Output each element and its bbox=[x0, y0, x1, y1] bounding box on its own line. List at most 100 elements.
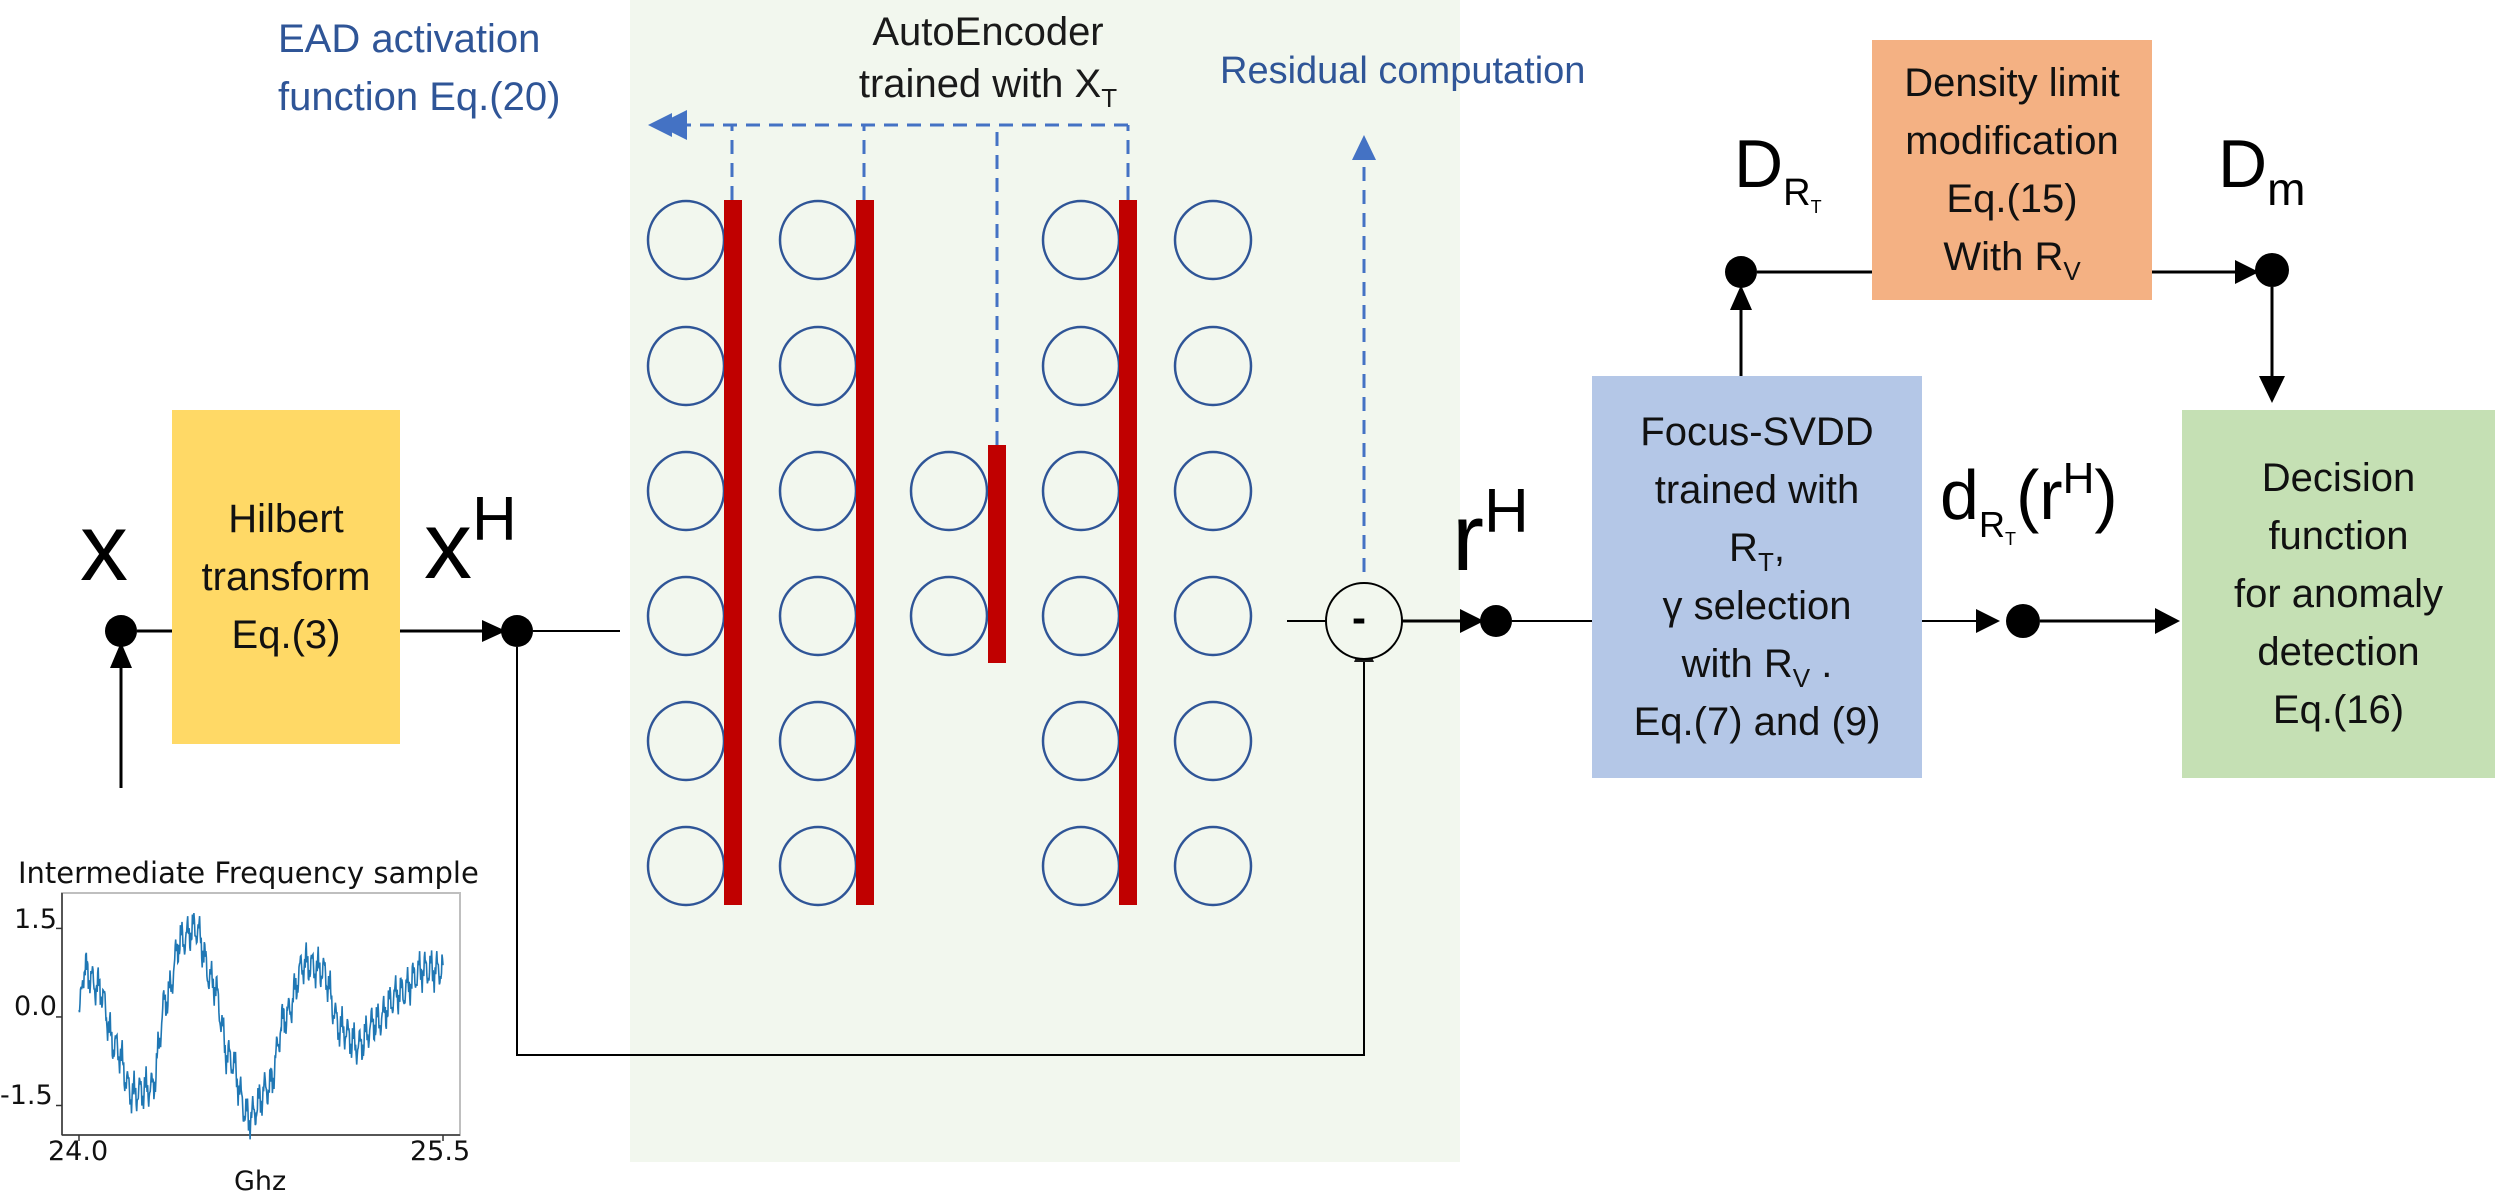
decision-function-block bbox=[2182, 410, 2495, 778]
autoencoder-title-line1: AutoEncoder bbox=[872, 10, 1104, 54]
density-line4-text: With R bbox=[1943, 235, 2064, 279]
autoencoder-title-text: trained with X bbox=[858, 62, 1102, 106]
neuron bbox=[1173, 825, 1253, 907]
density-limit-block bbox=[1872, 40, 2152, 300]
svdd-rt: R bbox=[1729, 526, 1758, 570]
autoencoder-title-line2: trained with XT bbox=[808, 58, 1168, 113]
xtick-label: 25.5 bbox=[410, 1136, 471, 1167]
if-signal-line bbox=[78, 912, 444, 1140]
svdd-rt-sub: T bbox=[1757, 547, 1774, 577]
drt-subsub: T bbox=[1810, 197, 1822, 217]
neuron bbox=[1173, 575, 1253, 657]
svdd-line3: RT, bbox=[1729, 519, 1785, 577]
focus-svdd-block bbox=[1592, 376, 1922, 778]
xtick-label: 24.0 bbox=[48, 1136, 109, 1167]
hilbert-transform-text: Hilbert transform Eq.(3) bbox=[172, 410, 400, 744]
d-subsub: T bbox=[2004, 529, 2016, 549]
input-arrow-head bbox=[110, 642, 132, 668]
svdd-rv-sub: V bbox=[1792, 663, 1811, 693]
signal-x-label: x bbox=[80, 494, 128, 601]
activation-bar bbox=[856, 200, 874, 905]
dm-base: D bbox=[2218, 126, 2268, 202]
plot-frame bbox=[61, 892, 461, 1136]
signal-drt-rh-label: dRT(rH) bbox=[1940, 457, 2118, 549]
d-paren-open: (r bbox=[2015, 456, 2063, 534]
svdd-line6: Eq.(7) and (9) bbox=[1633, 700, 1881, 744]
svdd-rv: with R bbox=[1681, 642, 1793, 686]
decision-line2: function bbox=[2268, 514, 2409, 558]
xt-subscript: T bbox=[1101, 83, 1118, 113]
svdd-line4: γ selection bbox=[1662, 584, 1852, 628]
plot-title: Intermediate Frequency sample bbox=[18, 856, 479, 890]
xh-base: x bbox=[424, 492, 472, 599]
signal-dm-label: Dm bbox=[2218, 130, 2305, 212]
activation-bar bbox=[724, 200, 742, 905]
drt-sub: R bbox=[1783, 172, 1811, 214]
ead-arrow-head bbox=[648, 113, 672, 137]
svdd-line2: trained with bbox=[1654, 468, 1860, 512]
xaxis-label: Ghz bbox=[234, 1166, 287, 1197]
autoencoder-title: AutoEncoder trained with XT bbox=[808, 6, 1168, 113]
skip-connection bbox=[516, 647, 1365, 1056]
x-node bbox=[105, 615, 137, 647]
hilbert-line3: Eq.(3) bbox=[231, 613, 341, 657]
hilbert-line2: transform bbox=[201, 555, 371, 599]
rh-node bbox=[1480, 605, 1512, 637]
rh-sup: H bbox=[1483, 477, 1529, 546]
ytick-label: -1.5 bbox=[0, 1080, 53, 1111]
svdd-rt-comma: , bbox=[1773, 526, 1785, 570]
decision-line1: Decision bbox=[2261, 456, 2416, 500]
svdd-line5: with RV . bbox=[1682, 635, 1833, 693]
dm-sub: m bbox=[2267, 163, 2306, 215]
d-base: d bbox=[1940, 456, 1979, 534]
signal-rh-label: rH bbox=[1452, 481, 1529, 586]
drt-rh-node bbox=[2006, 604, 2040, 638]
drt-base: D bbox=[1734, 126, 1784, 202]
activation-bar bbox=[1119, 200, 1137, 905]
decision-line3: for anomaly bbox=[2234, 572, 2443, 616]
svdd-rv-period: . bbox=[1810, 642, 1833, 686]
density-line3: Eq.(15) bbox=[1946, 177, 2078, 221]
neuron bbox=[1173, 700, 1253, 782]
autoencoder-network bbox=[646, 199, 1253, 907]
rh-base: r bbox=[1452, 484, 1484, 591]
focus-svdd-text: Focus-SVDD trained with RT, γ selection … bbox=[1592, 376, 1922, 778]
d-sub: R bbox=[1978, 504, 2005, 545]
neuron bbox=[909, 450, 989, 532]
density-rv-sub: V bbox=[2063, 256, 2081, 286]
neuron bbox=[909, 575, 989, 657]
ead-activation-line2: function Eq.(20) bbox=[278, 75, 561, 119]
residual-computation-label: Residual computation bbox=[1220, 50, 1586, 92]
ytick-label: 1.5 bbox=[14, 904, 57, 935]
decision-function-text: Decision function for anomaly detection … bbox=[2182, 410, 2495, 778]
ead-activation-line1: EAD activation bbox=[278, 17, 541, 61]
neuron bbox=[1173, 199, 1253, 281]
ytick-label: 0.0 bbox=[14, 991, 57, 1022]
density-limit-text: Density limit modification Eq.(15) With … bbox=[1872, 40, 2152, 300]
density-line4: With RV bbox=[1943, 228, 2080, 286]
neuron bbox=[1173, 450, 1253, 532]
autoencoder-panel bbox=[630, 0, 1460, 1162]
dm-node bbox=[2255, 253, 2289, 287]
signal-drt-label: DRT bbox=[1734, 130, 1822, 216]
neuron bbox=[1173, 325, 1253, 407]
if-sample-plot bbox=[56, 892, 461, 1141]
hilbert-transform-block bbox=[172, 410, 400, 744]
activation-bar bbox=[988, 445, 1006, 663]
xh-node bbox=[501, 615, 533, 647]
hilbert-line1: Hilbert bbox=[228, 497, 344, 541]
decision-line5: Eq.(16) bbox=[2272, 688, 2405, 732]
ead-activation-connections bbox=[657, 110, 1130, 445]
xh-sup: H bbox=[472, 485, 517, 554]
ead-activation-label: EAD activation function Eq.(20) bbox=[278, 10, 560, 126]
density-line2: modification bbox=[1905, 119, 2119, 163]
drt-node bbox=[1725, 256, 1757, 288]
minus-symbol: - bbox=[1352, 594, 1366, 641]
svdd-line1: Focus-SVDD bbox=[1640, 410, 1874, 454]
decision-line4: detection bbox=[2257, 630, 2420, 674]
residual-arrow-head bbox=[1352, 135, 1376, 160]
density-line1: Density limit bbox=[1904, 61, 2120, 105]
d-paren-close: ) bbox=[2094, 456, 2118, 534]
d-sup: H bbox=[2062, 454, 2095, 503]
